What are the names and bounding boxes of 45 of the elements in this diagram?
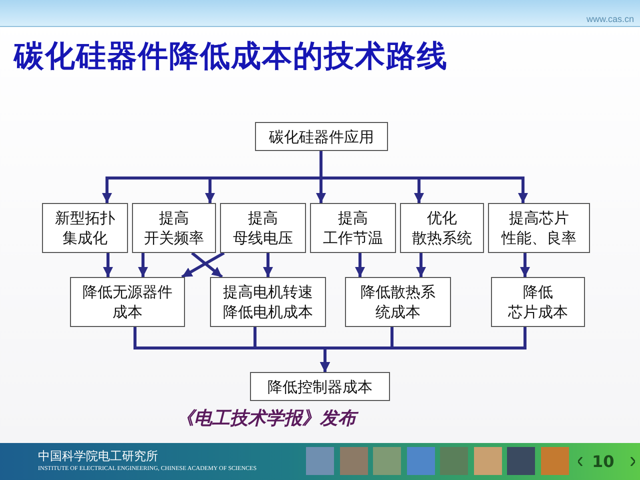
institute-name: 中国科学院电工研究所	[38, 448, 158, 465]
process-box	[70, 277, 185, 327]
process-box	[220, 203, 306, 253]
arrow	[191, 252, 223, 278]
box-text: 降低控制器成本	[268, 376, 372, 396]
process-box	[255, 122, 388, 151]
process-box	[488, 203, 590, 253]
process-box	[310, 203, 396, 253]
box-text: 散热系统	[412, 228, 472, 248]
box-text: 优化	[427, 208, 457, 228]
process-box	[400, 203, 484, 253]
process-box	[491, 277, 585, 327]
arrow	[320, 151, 528, 203]
arrow	[320, 327, 526, 372]
box-text: 提高电机转速降低电机成本	[223, 282, 313, 322]
arrow	[181, 252, 225, 278]
process-box	[345, 277, 451, 327]
arrow	[103, 253, 113, 277]
box-text: 降低	[523, 282, 553, 302]
web-address: www.cas.cn	[586, 14, 634, 24]
box-text: 开关频率	[144, 228, 204, 248]
box-text: 降低散热系统成本	[360, 282, 436, 322]
process-box	[132, 203, 216, 253]
box-text: 新型拓扑集成化	[55, 208, 115, 248]
box-text: 碳化硅器件应用	[269, 126, 374, 146]
box-text: 性能、良率	[502, 228, 576, 248]
process-box	[250, 372, 390, 401]
process-box	[210, 277, 326, 327]
box-text: 母线电压	[233, 228, 293, 248]
slide-title: 碳化硅器件降低成本的技术路线	[14, 38, 448, 76]
page-number: 10	[592, 452, 614, 471]
caption: 《电工技术学报》发布	[176, 406, 356, 430]
box-text: 提高	[248, 208, 278, 228]
arrow	[355, 253, 365, 277]
process-box	[42, 203, 128, 253]
box-text: 工作节温	[323, 228, 383, 248]
box-text: 芯片成本	[508, 302, 568, 322]
arrow	[263, 253, 273, 277]
box-text: 提高	[338, 208, 368, 228]
arrow	[416, 253, 426, 277]
box-text: 降低无源器件成本	[82, 282, 172, 322]
box-text: 提高芯片	[509, 208, 569, 228]
arrow	[520, 253, 530, 277]
box-text: 提高	[159, 208, 189, 228]
arrow	[138, 253, 148, 277]
